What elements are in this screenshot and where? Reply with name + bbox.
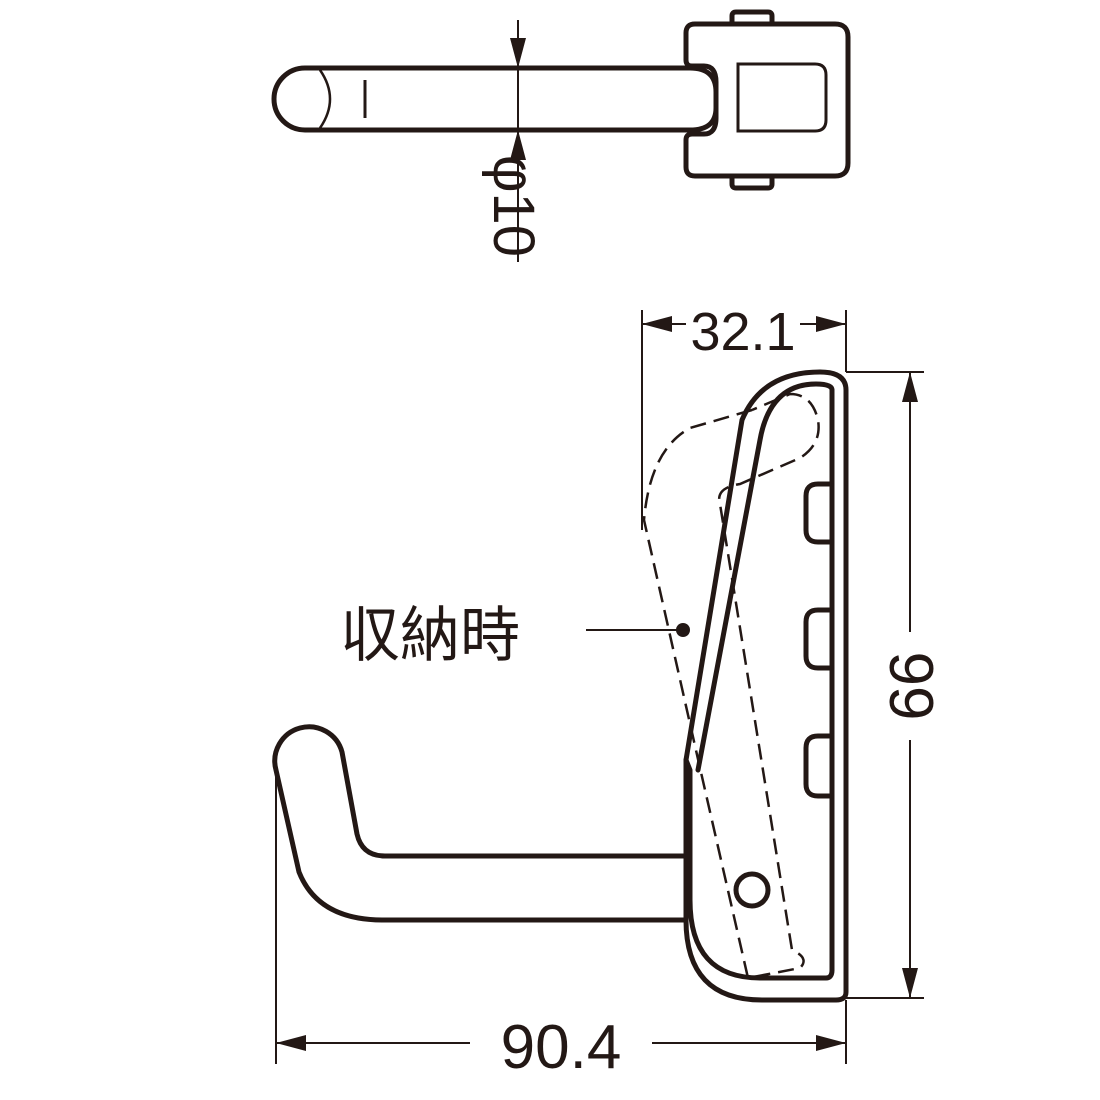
mount-block-tab-top bbox=[729, 9, 775, 27]
height-arrow-top bbox=[902, 372, 918, 402]
slot-2 bbox=[803, 607, 835, 671]
mount-block-window bbox=[736, 62, 828, 133]
stored-label-dot bbox=[676, 623, 690, 637]
width-arrow-left bbox=[276, 1035, 306, 1051]
mount-block-tab-bottom bbox=[729, 173, 775, 191]
depth-arrow-right bbox=[816, 316, 846, 332]
height-arrow-bottom bbox=[902, 968, 918, 998]
height-dimension-label: 99 bbox=[876, 652, 945, 721]
depth-dimension-label: 32.1 bbox=[690, 302, 795, 362]
arm-inner-line bbox=[695, 381, 835, 773]
side-view: 収納時 32.1 99 90.4 bbox=[272, 302, 945, 1082]
slot-3 bbox=[803, 733, 835, 799]
rod-outline bbox=[271, 65, 719, 133]
stored-position-label: 収納時 bbox=[340, 601, 520, 671]
diameter-arrow-bottom bbox=[510, 130, 526, 160]
slot-1 bbox=[803, 481, 835, 545]
mount-block-outline bbox=[683, 21, 851, 179]
back-plate-outline bbox=[683, 369, 849, 1003]
width-dimension-label: 90.4 bbox=[501, 1013, 622, 1082]
depth-arrow-left bbox=[642, 316, 672, 332]
diameter-arrow-top bbox=[510, 38, 526, 68]
top-view: φ10 bbox=[271, 9, 851, 262]
width-arrow-right bbox=[816, 1035, 846, 1051]
back-plate-top-curve bbox=[683, 369, 823, 763]
hook-outline bbox=[272, 724, 689, 923]
screw-hole bbox=[733, 871, 771, 909]
diameter-dimension-label: φ10 bbox=[481, 155, 546, 257]
rod-end-arc bbox=[318, 69, 332, 129]
arm-outline bbox=[683, 757, 835, 981]
